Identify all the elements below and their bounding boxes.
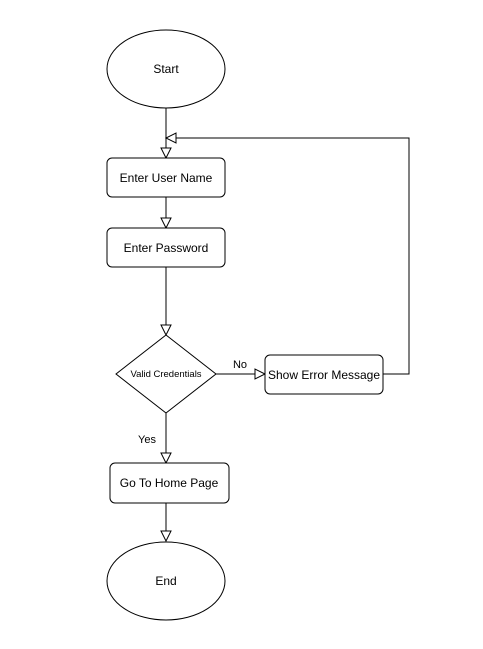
node-start: Start <box>106 29 226 109</box>
enter-password-box <box>106 227 226 268</box>
end-ellipse <box>106 541 226 621</box>
go-to-home-page-label: Go To Home Page <box>120 476 219 490</box>
arrowhead-decision <box>160 324 172 337</box>
show-error-message-label: Show Error Message <box>268 368 380 382</box>
valid-credentials-label: Valid Credentials <box>130 369 201 380</box>
node-enter-user-name: Enter User Name <box>106 157 226 198</box>
arrowhead-error <box>254 368 267 380</box>
arrowhead-loopback <box>164 132 177 144</box>
arrowhead-password <box>160 217 172 230</box>
node-go-to-home-page: Go To Home Page <box>109 462 230 504</box>
end-label: End <box>155 574 176 588</box>
node-end: End <box>106 541 226 621</box>
edge-label-yes: Yes <box>138 434 156 446</box>
show-error-message-box <box>264 354 384 395</box>
node-show-error-message: Show Error Message <box>264 354 384 395</box>
enter-user-name-label: Enter User Name <box>120 171 213 185</box>
go-to-home-page-box <box>109 462 230 504</box>
arrowhead-username <box>160 147 172 160</box>
edge-error-loopback <box>174 137 410 375</box>
node-enter-password: Enter Password <box>106 227 226 268</box>
enter-password-label: Enter Password <box>124 241 209 255</box>
arrowhead-home <box>160 452 172 465</box>
node-valid-credentials: Valid Credentials <box>115 334 217 414</box>
edge-label-no: No <box>233 359 247 371</box>
valid-credentials-diamond <box>115 334 217 414</box>
enter-user-name-box <box>106 157 226 198</box>
arrowhead-end <box>160 530 172 543</box>
start-ellipse <box>106 29 226 109</box>
start-label: Start <box>153 62 179 76</box>
edges <box>160 108 410 543</box>
